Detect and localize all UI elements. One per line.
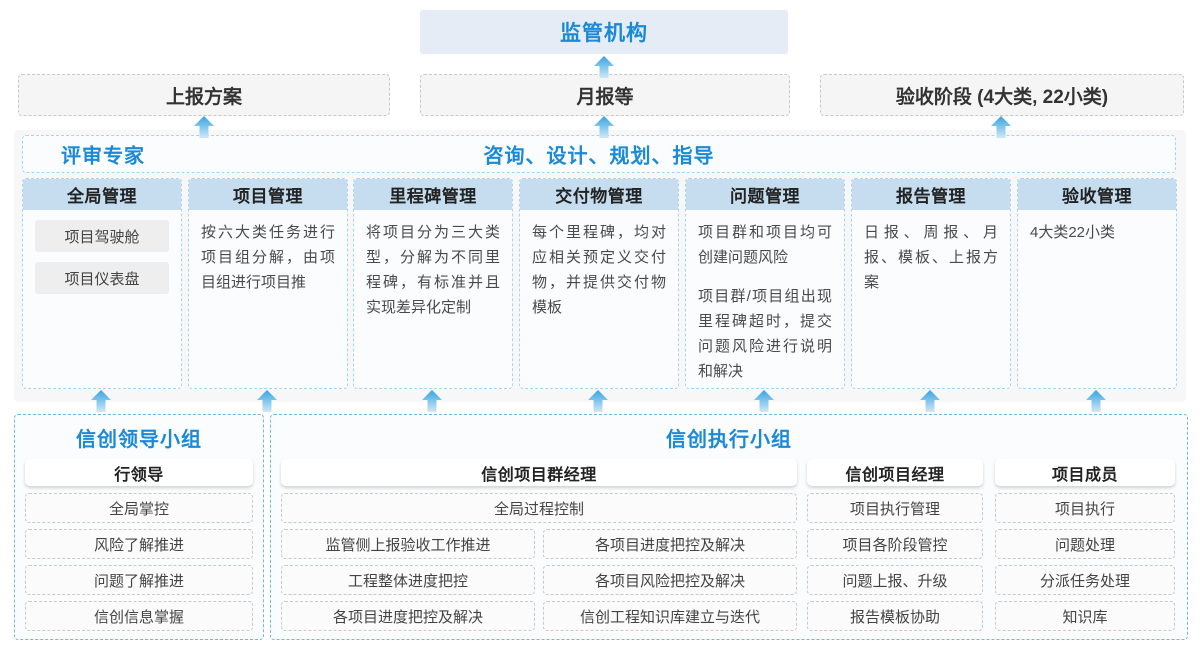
task-item-program-manager[interactable]: 工程整体进度把控 [281,565,535,595]
task-row-program-manager: 工程整体进度把控各项目风险把控及解决 [281,559,797,595]
arrow-up-column-7 [1086,390,1106,412]
task-row-program-manager: 监管侧上报验收工作推进各项目进度把控及解决 [281,523,797,559]
role-block-project-manager: 信创项目经理 项目执行管理项目各阶段管控问题上报、升级报告模板协助 [807,459,983,631]
capability-column-title: 项目管理 [189,179,347,210]
role-name-project-member: 项目成员 [995,459,1175,486]
role-name-program-manager: 信创项目群经理 [281,459,797,486]
capability-description: 每个里程碑，均对应相关预定义交付物，并提供交付物模板 [532,224,666,316]
role-block-bank-leader: 行领导 全局掌控风险了解推进问题了解推进信创信息掌握 [25,459,253,631]
executing-group-title: 信创执行小组 [666,429,792,451]
task-row-program-manager: 各项目进度把控及解决信创工程知识库建立与迭代 [281,595,797,631]
arrow-up-column-3 [422,390,442,412]
task-item-project-member[interactable]: 项目执行 [995,493,1175,523]
capability-column-body: 每个里程碑，均对应相关预定义交付物，并提供交付物模板 [520,210,678,328]
task-item-program-manager[interactable]: 各项目进度把控及解决 [543,529,797,559]
report-box-acceptance-label: 验收阶段 (4大类, 22小类) [895,86,1109,108]
task-item-bank-leader[interactable]: 风险了解推进 [25,529,253,559]
arrow-up-column-5 [754,390,774,412]
capability-column-3[interactable]: 里程碑管理将项目分为三大类型，分解为不同里程碑，有标准并且实现差异化定制 [353,178,513,389]
leading-group-title: 信创领导小组 [76,429,202,451]
task-item-project-member[interactable]: 分派任务处理 [995,565,1175,595]
role-block-program-manager: 信创项目群经理 全局过程控制 监管侧上报验收工作推进各项目进度把控及解决工程整体… [281,459,797,631]
task-item-project-manager[interactable]: 项目各阶段管控 [807,529,983,559]
task-item-project-member[interactable]: 知识库 [995,601,1175,631]
capability-description: 将项目分为三大类型，分解为不同里程碑，有标准并且实现差异化定制 [366,224,500,316]
arrow-up-column-1 [91,390,111,412]
capability-description: 项目群/项目组出现里程碑超时，提交问题风险进行说明和解决 [698,288,832,380]
task-item-project-member[interactable]: 问题处理 [995,529,1175,559]
role-name-project-manager: 信创项目经理 [807,459,983,486]
task-global-process-control: 全局过程控制 [281,493,797,523]
report-box-plan-label: 上报方案 [165,86,242,108]
review-expert-label: 评审专家 [61,145,145,168]
capability-column-4[interactable]: 交付物管理每个里程碑，均对应相关预定义交付物，并提供交付物模板 [519,178,679,389]
capability-column-body: 4大类22小类 [1018,210,1176,253]
role-name-bank-leader: 行领导 [25,459,253,486]
report-box-plan: 上报方案 [18,74,390,116]
capability-column-title: 验收管理 [1018,179,1176,210]
capability-column-title: 全局管理 [23,179,181,210]
consulting-panel-header: 评审专家 咨询、设计、规划、指导 [22,135,1176,173]
capability-description: 按六大类任务进行项目组分解，由项目组进行项目推 [201,224,335,291]
capability-column-title: 报告管理 [852,179,1010,210]
arrow-up-to-report-acceptance [991,116,1011,138]
task-item-program-manager[interactable]: 监管侧上报验收工作推进 [281,529,535,559]
capability-column-title: 里程碑管理 [354,179,512,210]
leading-group: 信创领导小组 行领导 全局掌控风险了解推进问题了解推进信创信息掌握 [14,414,264,640]
arrow-up-column-6 [920,390,940,412]
task-rows-program-manager: 监管侧上报验收工作推进各项目进度把控及解决工程整体进度把控各项目风险把控及解决各… [281,523,797,631]
task-item-project-manager[interactable]: 项目执行管理 [807,493,983,523]
regulator-box: 监管机构 [420,10,788,54]
report-box-monthly: 月报等 [420,74,790,116]
arrow-up-column-4 [588,390,608,412]
arrow-up-to-report-plan [194,116,214,138]
task-list-project-manager: 项目执行管理项目各阶段管控问题上报、升级报告模板协助 [807,493,983,631]
capability-column-body: 日报、周报、月报、模板、上报方案 [852,210,1010,303]
capability-description: 项目群和项目均可创建问题风险 [698,224,832,266]
capability-column-7[interactable]: 验收管理 4大类22小类 [1017,178,1177,389]
capability-description: 日报、周报、月报、模板、上报方案 [864,224,998,291]
task-item-project-manager[interactable]: 报告模板协助 [807,601,983,631]
capability-column-2[interactable]: 项目管理按六大类任务进行项目组分解，由项目组进行项目推 [188,178,348,389]
task-item-program-manager[interactable]: 各项目风险把控及解决 [543,565,797,595]
task-item-bank-leader[interactable]: 全局掌控 [25,493,253,523]
task-item-project-manager[interactable]: 问题上报、升级 [807,565,983,595]
report-box-monthly-label: 月报等 [576,86,634,108]
task-item-bank-leader[interactable]: 问题了解推进 [25,565,253,595]
capability-column-6[interactable]: 报告管理日报、周报、月报、模板、上报方案 [851,178,1011,389]
task-item-bank-leader[interactable]: 信创信息掌握 [25,601,253,631]
capability-column-5[interactable]: 问题管理项目群和项目均可创建问题风险项目群/项目组出现里程碑超时，提交问题风险进… [685,178,845,389]
capability-column-title: 交付物管理 [520,179,678,210]
capability-column-body: 按六大类任务进行项目组分解，由项目组进行项目推 [189,210,347,303]
capability-column-1[interactable]: 全局管理项目驾驶舱项目仪表盘 [22,178,182,389]
task-list-bank-leader: 全局掌控风险了解推进问题了解推进信创信息掌握 [25,493,253,631]
task-list-project-member: 项目执行问题处理分派任务处理知识库 [995,493,1175,631]
arrow-up-column-2 [257,390,277,412]
task-item-program-manager[interactable]: 各项目进度把控及解决 [281,601,535,631]
report-box-acceptance: 验收阶段 (4大类, 22小类) [820,74,1184,116]
arrow-up-to-regulator [594,56,614,78]
arrow-up-to-report-monthly [594,116,614,138]
capability-column-body: 将项目分为三大类型，分解为不同里程碑，有标准并且实现差异化定制 [354,210,512,328]
capability-column-title: 问题管理 [686,179,844,210]
regulator-label: 监管机构 [560,22,648,45]
capability-chip[interactable]: 项目驾驶舱 [35,220,169,252]
capability-column-body: 项目群和项目均可创建问题风险项目群/项目组出现里程碑超时，提交问题风险进行说明和… [686,210,844,388]
task-item-program-manager[interactable]: 信创工程知识库建立与迭代 [543,601,797,631]
consulting-services-label: 咨询、设计、规划、指导 [483,145,715,168]
role-block-project-member: 项目成员 项目执行问题处理分派任务处理知识库 [995,459,1175,631]
capability-column-body: 项目驾驶舱项目仪表盘 [23,210,181,312]
executing-group: 信创执行小组 信创项目群经理 全局过程控制 监管侧上报验收工作推进各项目进度把控… [270,414,1188,640]
capability-chip[interactable]: 项目仪表盘 [35,262,169,294]
capability-description: 4大类22小类 [1030,224,1116,241]
